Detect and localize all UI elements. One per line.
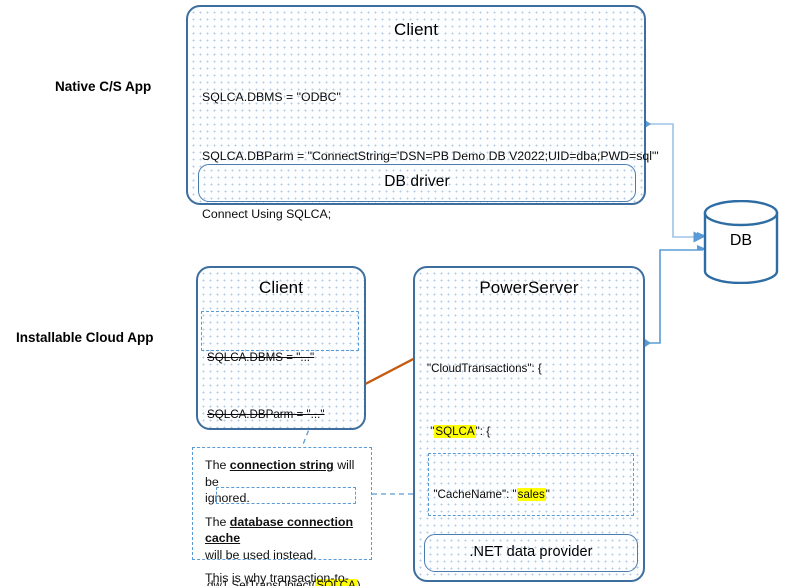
database-cylinder: DB (703, 199, 779, 285)
code-line: SQLCA.DBParm = "ConnectString='DSN=PB De… (202, 148, 659, 163)
code-line: SQLCA.DBMS = "ODBC" (202, 90, 341, 104)
code-fragment: dw1.SetTransObject( (207, 579, 316, 586)
note-fragment: will be (205, 458, 355, 489)
json-line: "CacheName": "sales" (427, 484, 624, 505)
note-fragment: The (205, 514, 230, 529)
note-emphasis-connection-cache: database connection cache (205, 514, 354, 546)
highlight-sales-value: sales (516, 488, 546, 501)
connection-string-highlight-box (201, 311, 359, 351)
cache-definition-highlight-box (428, 453, 634, 516)
native-client-panel: Client SQLCA.DBMS = "ODBC" SQLCA.DBParm … (186, 5, 659, 397)
note-fragment: This is why transaction-to- (205, 571, 349, 585)
powerserver-panel: PowerServer "CloudTransactions": { "SQLC… (413, 266, 645, 582)
native-db-driver-title: DB driver (384, 173, 450, 190)
json-line: "CloudTransactions": { (427, 362, 542, 375)
dotnet-data-provider-panel: .NET data provider (424, 534, 638, 572)
json-fragment: "CacheName": " (427, 488, 517, 501)
db-shape (703, 199, 779, 285)
json-line: "SQLCA": { (427, 421, 624, 442)
json-fragment: " (427, 425, 435, 438)
highlight-sqlca: SQLCA (315, 579, 357, 586)
note-fragment: will be used instead. (205, 547, 317, 562)
code-line: Connect Using SQLCA; (202, 207, 332, 221)
native-client-title: Client (393, 20, 439, 39)
note-fragment: The (205, 458, 230, 472)
cache-phrase-highlight-box (216, 487, 356, 504)
code-line-struck: SQLCA.DBParm = "..." (207, 408, 325, 421)
native-db-driver-panel: DB driver (198, 164, 636, 202)
powerserver-title: PowerServer (479, 278, 579, 297)
json-fragment: ": { (475, 425, 491, 438)
json-fragment: " (545, 488, 550, 501)
code-line-struck: SQLCA.DBMS = "..." (207, 351, 315, 364)
label-installable-cloud-app: Installable Cloud App (16, 330, 154, 345)
cloud-client-panel: Client SQLCA.DBMS = "..." SQLCA.DBParm =… (196, 266, 366, 586)
dotnet-data-provider-title: .NET data provider (469, 544, 593, 560)
note-emphasis-connection-string: connection string (229, 458, 334, 472)
code-line: dw1.SetTransObject(SQLCA) (207, 576, 361, 586)
cloud-client-title: Client (258, 278, 304, 297)
highlight-sqlca-key: SQLCA (434, 425, 476, 438)
label-native-cs-app: Native C/S App (55, 79, 152, 94)
powerserver-json: "CloudTransactions": { "SQLCA": { "Cache… (427, 316, 624, 586)
note-paragraph-3: This is why transaction-to-cache mapping… (205, 570, 361, 586)
db-label: DB (729, 232, 753, 249)
code-fragment: ) (356, 579, 361, 586)
